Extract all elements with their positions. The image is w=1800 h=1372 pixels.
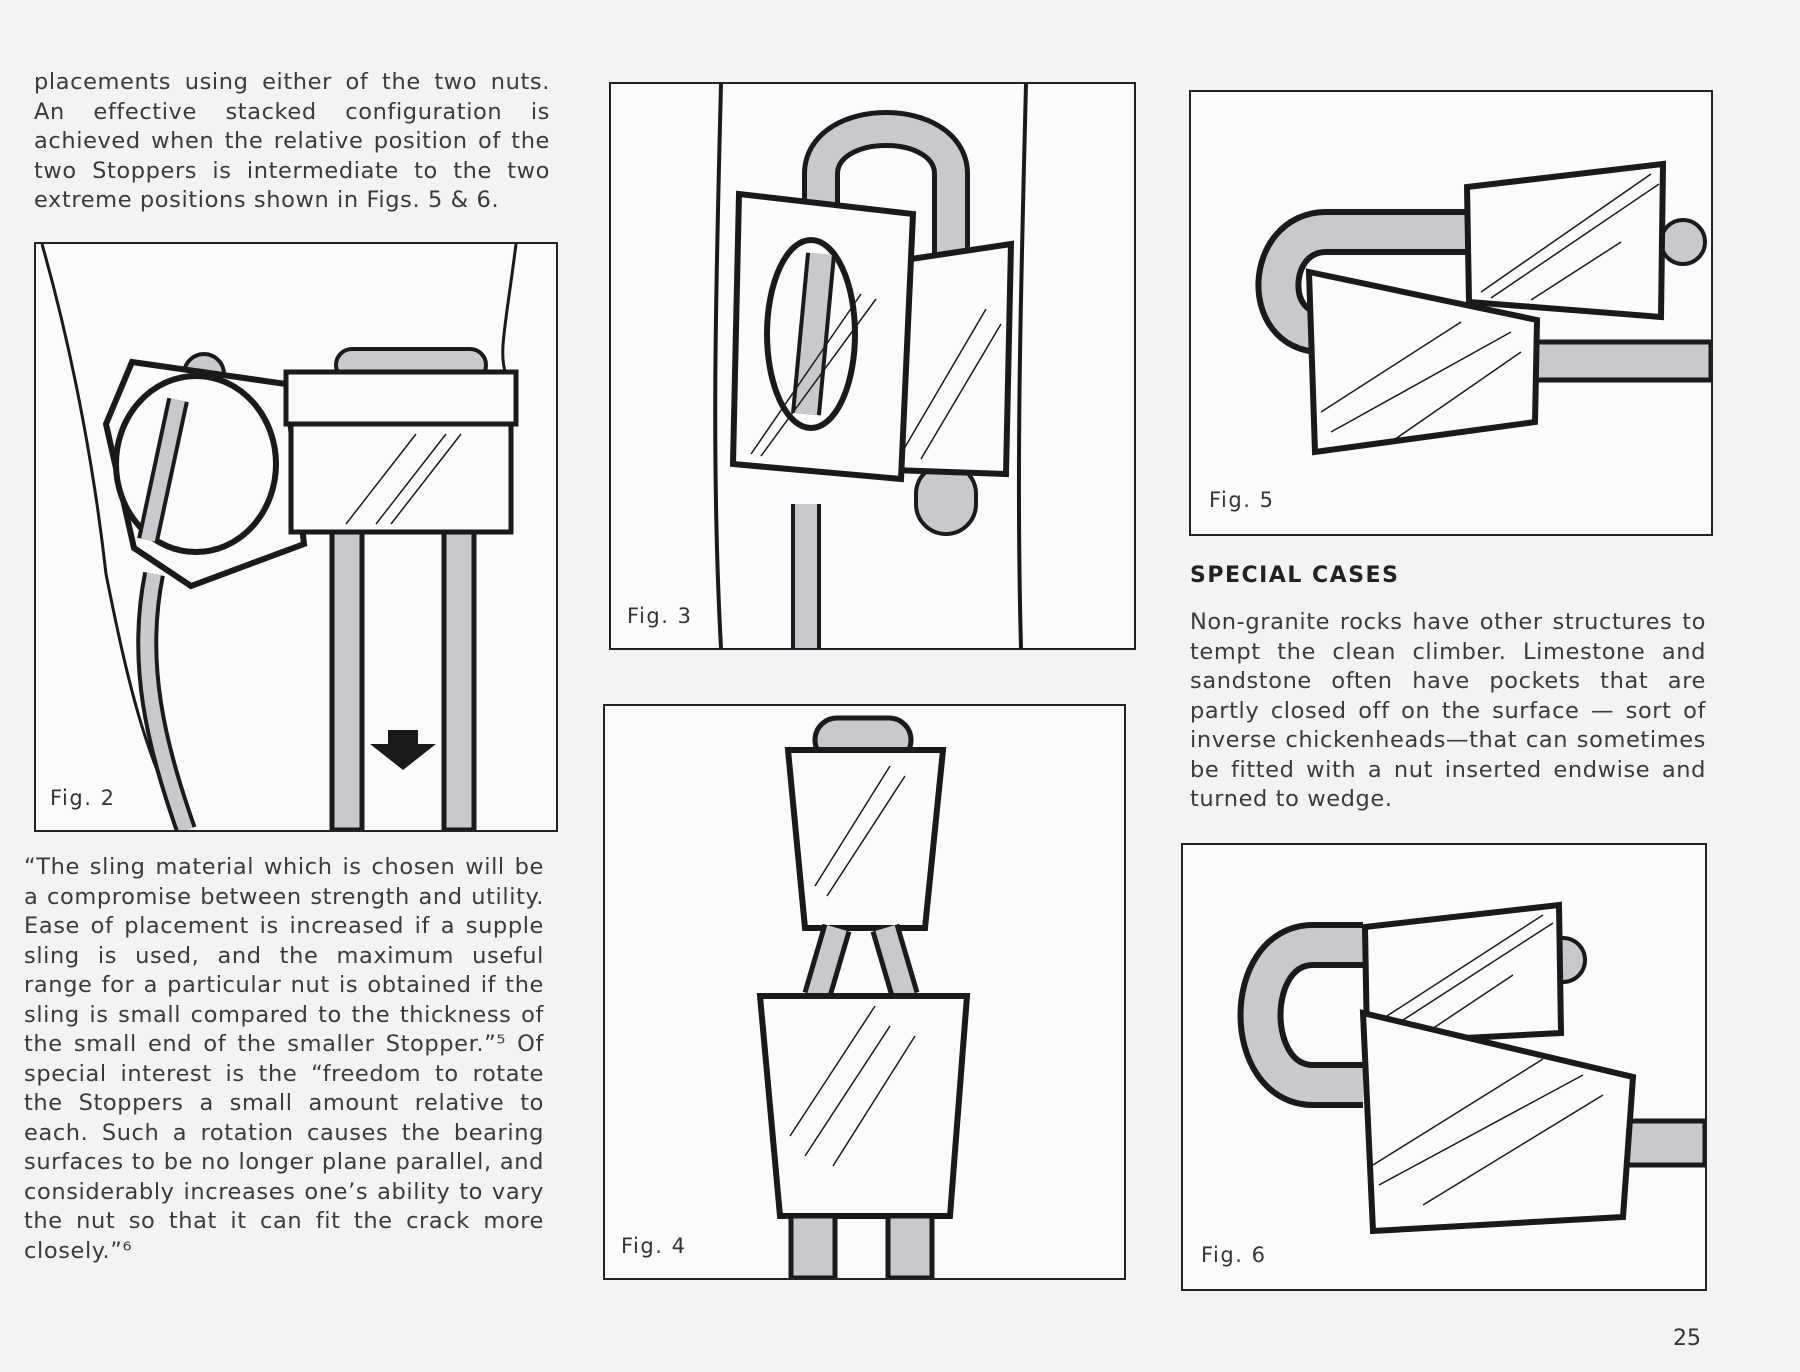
figure-2-illustration <box>40 244 519 830</box>
figure-3: Fig. 3 <box>609 82 1136 650</box>
figure-6-label: Fig. 6 <box>1199 1243 1269 1267</box>
intro-paragraph: placements using either of the two nuts.… <box>34 68 550 216</box>
special-cases-text: Non-granite rocks have other structures … <box>1190 609 1706 812</box>
intro-text: placements using either of the two nuts.… <box>34 69 550 213</box>
figure-3-label: Fig. 3 <box>625 604 695 628</box>
special-cases-heading: SPECIAL CASES <box>1190 563 1400 588</box>
figure-4: Fig. 4 <box>603 704 1126 1280</box>
quote-paragraph: “The sling material which is chosen will… <box>24 853 544 1266</box>
figure-5-label: Fig. 5 <box>1207 488 1277 512</box>
page-number: 25 <box>1673 1326 1701 1351</box>
quote-text: “The sling material which is chosen will… <box>24 854 544 1264</box>
figure-2-label: Fig. 2 <box>48 786 118 810</box>
figure-5-illustration <box>1255 160 1711 456</box>
figure-4-label: Fig. 4 <box>619 1234 689 1258</box>
figure-4-illustration <box>756 715 971 1278</box>
special-cases-paragraph: Non-granite rocks have other structures … <box>1190 608 1706 815</box>
figure-3-illustration <box>713 84 1028 648</box>
figure-6: Fig. 6 <box>1181 843 1707 1291</box>
figure-6-illustration <box>1237 901 1705 1235</box>
figure-2: Fig. 2 <box>34 242 558 832</box>
figure-5: Fig. 5 <box>1189 90 1713 536</box>
